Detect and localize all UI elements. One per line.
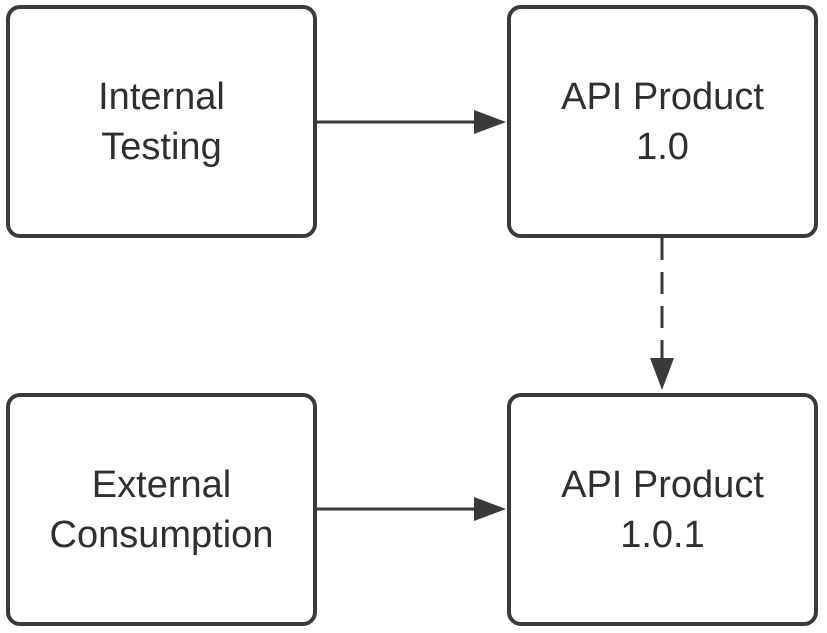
arrowhead-down-icon xyxy=(650,358,674,390)
node-label-internal-testing: Internal Testing xyxy=(98,75,225,168)
node-external-consumption: External Consumption xyxy=(6,393,317,626)
node-internal-testing: Internal Testing xyxy=(6,5,317,238)
node-label-external-consumption: External Consumption xyxy=(49,463,274,556)
node-label-api-product-1-0: API Product 1.0 xyxy=(561,75,764,168)
node-label-api-product-1-0-1: API Product 1.0.1 xyxy=(561,463,764,556)
node-api-product-1-0-1: API Product 1.0.1 xyxy=(507,393,818,626)
node-api-product-1-0: API Product 1.0 xyxy=(507,5,818,238)
arrowhead-right-icon xyxy=(474,497,506,521)
arrowhead-right-icon xyxy=(474,110,506,134)
